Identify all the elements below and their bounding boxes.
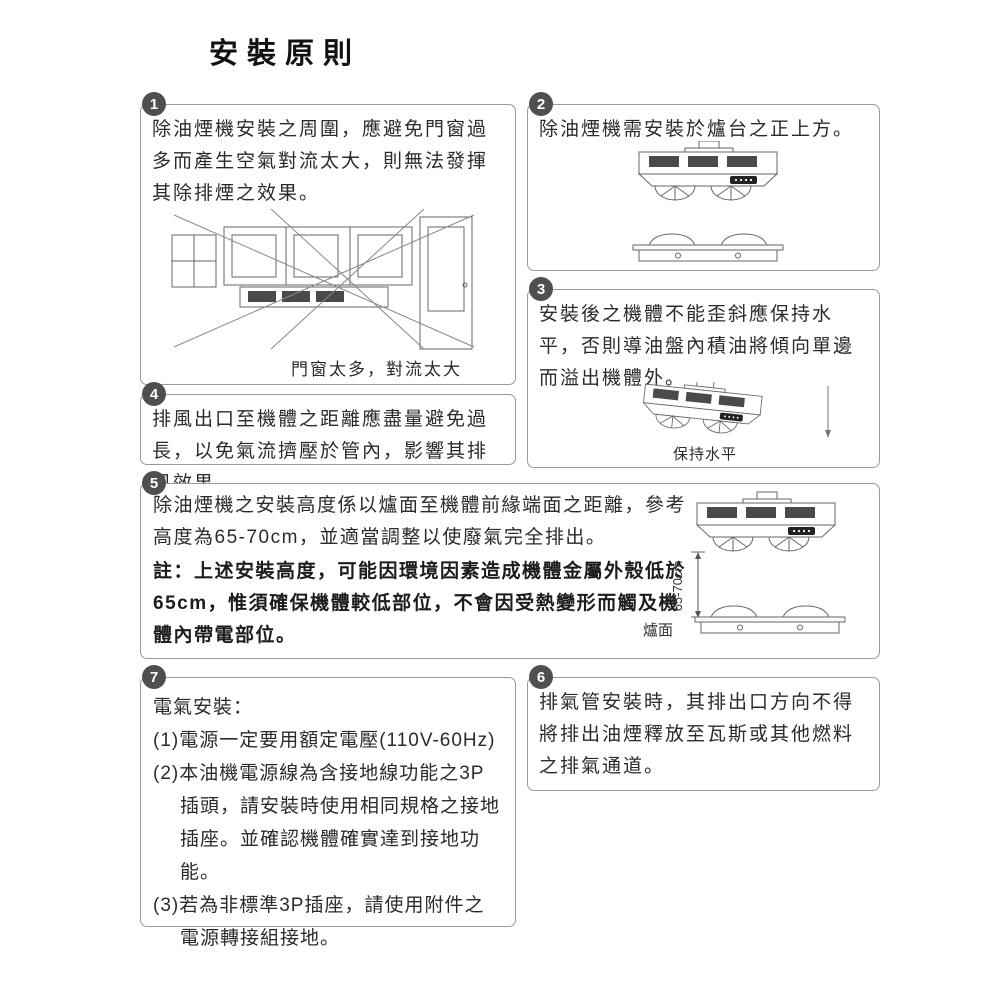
section-5: 5 除油煙機之安裝高度係以爐面至機體前緣端面之距離，參考高度為65-70cm，並…: [140, 471, 880, 659]
section-5-note: 註：上述安裝高度，可能因環境因素造成機體金屬外殼低於65cm，惟須確保機體較低部…: [153, 561, 687, 646]
keep-level-caption: 保持水平: [673, 446, 738, 463]
section-2-number-badge: 2: [529, 92, 553, 116]
section-6: 6 排氣管安裝時，其排出口方向不得將排出油煙釋放至瓦斯或其他燃料之排氣通道。: [527, 665, 880, 791]
section-1-text: 除油煙機安裝之周圍，應避免門窗過多而產生空氣對流太大，則無法發揮其除排煙之效果。: [152, 119, 489, 204]
installation-height-illustration: 65-70cm 爐面: [643, 491, 846, 639]
kitchen-convection-illustration: [171, 208, 475, 350]
section-2-text: 除油煙機需安裝於爐台之正上方。: [539, 119, 855, 140]
electrical-item-2: (2)本油機電源線為含接地線功能之3P插頭，請安裝時使用相同規格之接地插座。並確…: [153, 763, 501, 883]
height-dimension-label: 65-70cm: [670, 561, 685, 612]
electrical-installation-block: 電氣安裝： (1)電源一定要用額定電壓(110V-60Hz) (2)本油機電源線…: [141, 678, 515, 955]
section-4-number-badge: 4: [142, 382, 166, 406]
section-5-text: 除油煙機之安裝高度係以爐面至機體前緣端面之距離，參考高度為65-70cm，並適當…: [153, 495, 687, 548]
range-hood-drawing: [696, 491, 836, 552]
section-1-number-badge: 1: [142, 92, 166, 116]
electrical-item-3: (3)若為非標準3P插座，請使用附件之電源轉接組接地。: [153, 895, 485, 949]
section-4: 4 排風出口至機體之距離應盡量避免過長，以免氣流擠壓於管內，影響其排風效果。: [140, 382, 516, 494]
electrical-item-1: (1)電源一定要用額定電壓(110V-60Hz): [153, 730, 496, 751]
stove-surface-label: 爐面: [643, 622, 673, 639]
page-title: 安裝原則: [209, 38, 362, 70]
section-7: 7 電氣安裝： (1)電源一定要用額定電壓(110V-60Hz) (2)本油機電…: [140, 665, 516, 949]
electrical-installation-heading: 電氣安裝：: [153, 697, 254, 718]
section-5-number-badge: 5: [142, 471, 166, 495]
section-5-text-block: 除油煙機之安裝高度係以爐面至機體前緣端面之距離，參考高度為65-70cm，並適當…: [153, 490, 698, 652]
gas-stove-drawing: [694, 605, 846, 634]
section-1: 1 除油煙機安裝之周圍，應避免門窗過多而產生空氣對流太大，則無法發揮其除排煙之效…: [140, 92, 516, 385]
section-1-caption: 門窗太多，對流太大: [291, 360, 462, 379]
tilted-range-hood-drawing: [640, 382, 764, 438]
hood-above-stove-illustration: [632, 141, 784, 262]
section-7-number-badge: 7: [142, 665, 166, 689]
range-hood-drawing: [638, 141, 778, 201]
section-6-number-badge: 6: [529, 665, 553, 689]
section-3-text: 安裝後之機體不能歪斜應保持水平，否則導油盤內積油將傾向單邊而溢出機體外。: [539, 304, 855, 389]
gas-stove-drawing: [632, 233, 784, 262]
section-2: 2 除油煙機需安裝於爐台之正上方。: [527, 92, 880, 271]
section-6-text: 排氣管安裝時，其排出口方向不得將排出油煙釋放至瓦斯或其他燃料之排氣通道。: [539, 692, 855, 777]
section-3-number-badge: 3: [529, 277, 553, 301]
section-3: 3 安裝後之機體不能歪斜應保持水平，否則導油盤內積油將傾向單邊而溢出機體外。 保…: [527, 277, 880, 468]
tilted-hood-illustration: [640, 382, 831, 438]
